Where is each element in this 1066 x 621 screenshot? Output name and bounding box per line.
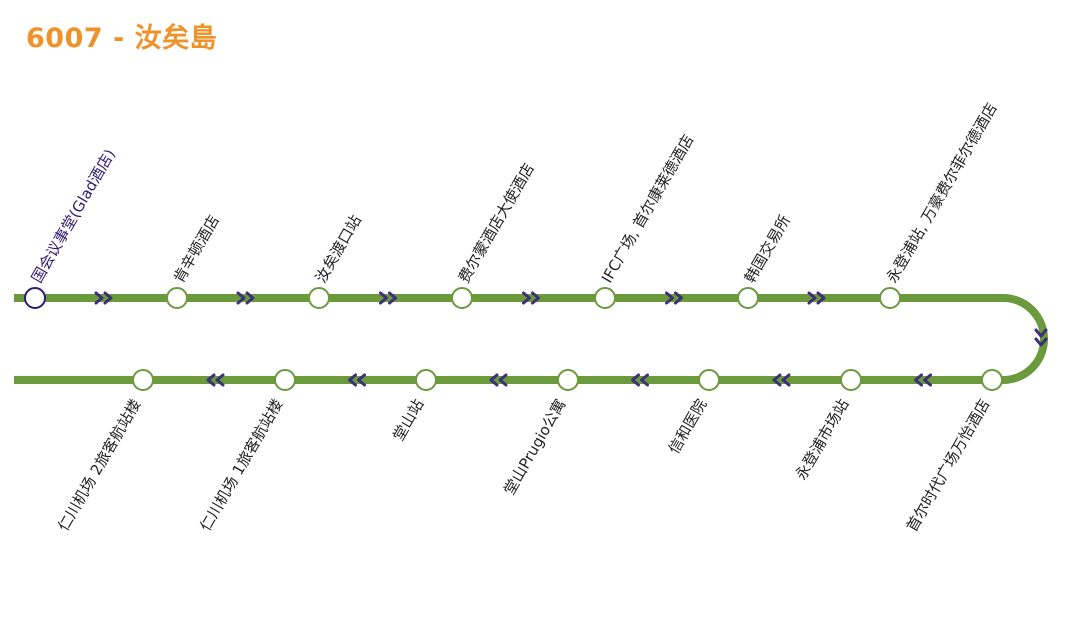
stop-marker[interactable]: [981, 369, 1003, 391]
stops: [24, 287, 1003, 391]
route-line: [14, 294, 1048, 384]
stop-marker[interactable]: [737, 287, 759, 309]
double-chevron-icon: [348, 373, 366, 387]
stop-label: 永登浦站, 万豪费尔菲尔德酒店: [883, 100, 1001, 286]
stop-label: 信和医院: [665, 396, 711, 457]
stop-marker[interactable]: [451, 287, 473, 309]
double-chevron-icon: [772, 373, 791, 387]
stop-marker[interactable]: [557, 369, 579, 391]
double-chevron-icon: [94, 291, 113, 305]
stop-label: IFC广场, 首尔康莱德酒店: [598, 131, 698, 286]
stop-marker[interactable]: [698, 369, 720, 391]
direction-arrows: [94, 291, 1048, 387]
stop-label: 费尔蒙酒店大使酒店: [455, 160, 538, 286]
double-chevron-icon: [379, 291, 397, 305]
stop-marker[interactable]: [274, 369, 296, 391]
stop-marker[interactable]: [840, 369, 862, 391]
stop-marker[interactable]: [308, 287, 330, 309]
route-title: 6007 - 汝矣島: [26, 23, 218, 54]
stop-label: 永登浦市场站: [792, 396, 853, 483]
stop-label: 首尔时代广场万怡酒店: [903, 396, 994, 535]
double-chevron-icon: [807, 291, 826, 305]
double-chevron-icon: [236, 291, 255, 305]
stop-marker[interactable]: [132, 369, 154, 391]
stop-label: 仁川机场 2旅客航站楼: [54, 396, 144, 534]
stop-label: 堂山Prugio公寓: [500, 396, 569, 498]
start-stop-marker[interactable]: [24, 287, 46, 309]
double-chevron-icon: [631, 373, 649, 387]
stop-marker[interactable]: [594, 287, 616, 309]
double-chevron-icon: [489, 373, 508, 387]
stop-label: 韩国交易所: [741, 212, 794, 286]
stop-label: 堂山站: [389, 396, 427, 444]
stop-labels: 国会议事堂(Glad酒店) 肯辛顿酒店 汝矣渡口站 费尔蒙酒店大使酒店 IFC广场, 首…: [28, 100, 1001, 535]
stop-marker[interactable]: [166, 287, 188, 309]
double-chevron-icon: [1034, 328, 1048, 347]
stop-label: 仁川机场 1旅客航站楼: [196, 396, 286, 534]
double-chevron-icon: [206, 373, 225, 387]
double-chevron-icon: [914, 373, 932, 387]
stop-marker[interactable]: [415, 369, 437, 391]
stop-label: 肯辛顿酒店: [170, 212, 223, 286]
double-chevron-icon: [665, 291, 683, 305]
stop-label: 汝矣渡口站: [312, 212, 365, 286]
double-chevron-icon: [522, 291, 540, 305]
stop-marker[interactable]: [879, 287, 901, 309]
stop-label: 国会议事堂(Glad酒店): [28, 146, 119, 286]
